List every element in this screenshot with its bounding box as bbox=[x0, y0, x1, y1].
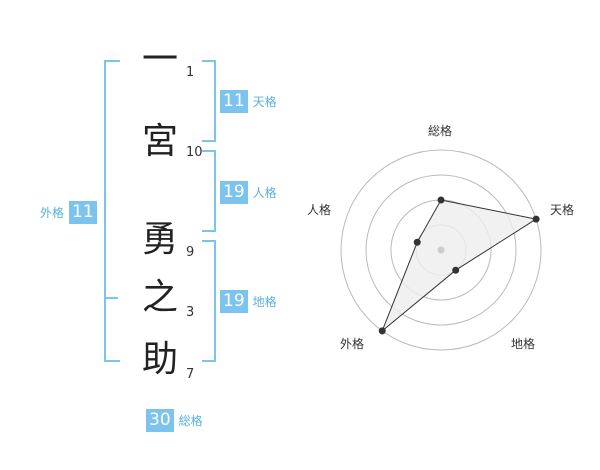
name-char-1: 一 bbox=[141, 39, 178, 80]
radar-center-point bbox=[437, 246, 445, 254]
gaikaku-bracket bbox=[104, 60, 120, 362]
tenkaku-bracket bbox=[202, 60, 216, 142]
soukaku-badge: 30 総格 bbox=[146, 409, 203, 432]
stroke-count-4: 3 bbox=[186, 305, 195, 320]
radar-label-tenkaku: 天格 bbox=[550, 203, 575, 217]
radar-label-soukaku: 総格 bbox=[428, 124, 453, 138]
chikaku-label: 地格 bbox=[252, 295, 277, 309]
radar-label-chikaku: 地格 bbox=[511, 337, 536, 351]
stroke-count-5: 7 bbox=[186, 367, 195, 382]
jinkaku-label: 人格 bbox=[252, 186, 277, 200]
tenkaku-value: 11 bbox=[220, 90, 248, 113]
soukaku-value: 30 bbox=[146, 409, 174, 432]
jinkaku-value: 19 bbox=[220, 181, 248, 204]
name-char-3: 勇 bbox=[141, 219, 178, 260]
radar-point-soukaku bbox=[437, 196, 445, 204]
radar-point-jinkaku bbox=[413, 238, 421, 246]
stroke-count-2: 10 bbox=[186, 145, 203, 160]
gaikaku-label: 外格 bbox=[40, 206, 65, 220]
gaikaku-bracket-tick bbox=[104, 297, 118, 299]
chikaku-bracket bbox=[202, 240, 216, 362]
name-char-2: 宮 bbox=[141, 121, 178, 162]
soukaku-label: 総格 bbox=[178, 414, 203, 428]
gaikaku-badge: 外格 11 bbox=[40, 201, 97, 224]
gaikaku-value: 11 bbox=[69, 201, 97, 224]
radar-score-polygon bbox=[381, 199, 538, 332]
jinkaku-bracket bbox=[202, 150, 216, 232]
radar-point-tenkaku bbox=[532, 215, 540, 223]
radar-ring-3 bbox=[365, 174, 517, 326]
name-char-4: 之 bbox=[141, 277, 178, 318]
stroke-count-1: 1 bbox=[186, 65, 195, 80]
jinkaku-badge: 19 人格 bbox=[220, 181, 277, 204]
chikaku-value: 19 bbox=[220, 290, 248, 313]
radar-point-gaikaku bbox=[378, 327, 386, 335]
tenkaku-label: 天格 bbox=[252, 95, 277, 109]
stroke-count-3: 9 bbox=[186, 245, 195, 260]
radar-label-gaikaku: 外格 bbox=[340, 337, 365, 351]
radar-label-jinkaku: 人格 bbox=[307, 203, 332, 217]
chikaku-badge: 19 地格 bbox=[220, 290, 277, 313]
tenkaku-badge: 11 天格 bbox=[220, 90, 277, 113]
name-char-5: 助 bbox=[141, 339, 178, 380]
radar-point-chikaku bbox=[452, 266, 460, 274]
radar-ring-4 bbox=[340, 149, 542, 351]
